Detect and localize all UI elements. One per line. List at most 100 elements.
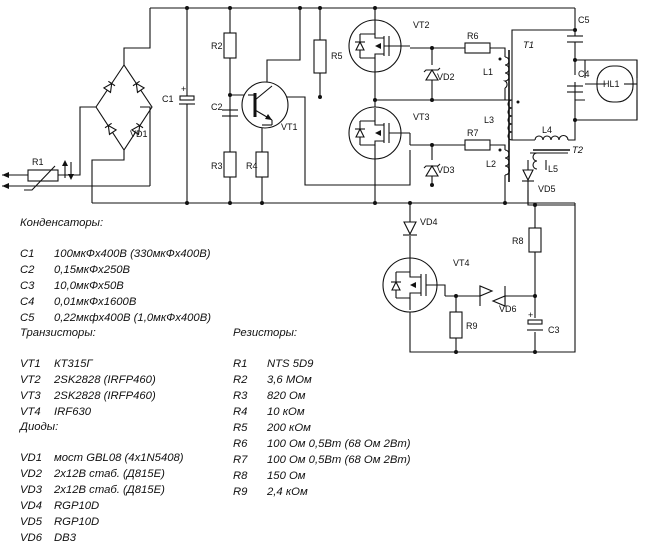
component-value: RGP10D — [54, 516, 100, 528]
c2-label: C2 — [211, 102, 223, 112]
wires — [2, 7, 638, 353]
r3-resistor: R3 — [211, 151, 237, 178]
c1-label: C1 — [162, 94, 174, 104]
hl1-label: HL1 — [603, 79, 620, 89]
r6-label: R6 — [467, 31, 479, 41]
c2-capacitor: C2 — [211, 102, 238, 117]
component-ref: VD5 — [20, 516, 42, 528]
component-value: 0,15мкФх250В — [54, 264, 131, 276]
vd1-bridge: VD1 — [95, 64, 153, 152]
r2-resistor: R2 — [211, 32, 237, 59]
component-value: 200 кОм — [267, 422, 311, 434]
l3-label: L3 — [484, 115, 494, 125]
vt3-label: VT3 — [413, 112, 430, 122]
vd5-diode: VD5 — [522, 160, 556, 194]
r7-resistor: R7 — [464, 128, 491, 151]
component-value: 100 Ом 0,5Вт (68 Ом 2Вт) — [267, 454, 411, 466]
r5-label: R5 — [331, 51, 343, 61]
legend-row: VT1 КТ315Г — [20, 356, 156, 372]
vt4-mosfet: VT4 — [382, 255, 470, 313]
component-ref: VD6 — [20, 532, 42, 544]
r1-label: R1 — [32, 157, 44, 167]
c1-capacitor: + C1 — [162, 84, 195, 105]
resistor-list-title: Резисторы: — [233, 327, 298, 339]
l4-label: L4 — [542, 125, 552, 135]
component-ref: R6 — [233, 438, 248, 450]
component-ref: C3 — [20, 280, 35, 292]
component-ref: C1 — [20, 248, 35, 260]
diode-list-title: Диоды: — [20, 421, 59, 433]
component-ref: R7 — [233, 454, 248, 466]
component-value: IRF630 — [54, 406, 92, 418]
component-value: 150 Ом — [267, 470, 306, 482]
legend-row: VD2 2х12В стаб. (Д815Е) — [20, 466, 184, 482]
legend-row: R9 2,4 кОм — [233, 484, 411, 500]
component-value: 2,4 кОм — [267, 486, 308, 498]
mains-input — [2, 172, 9, 189]
component-ref: C4 — [20, 296, 35, 308]
component-value: DB3 — [54, 532, 76, 544]
vt3-mosfet: VT3 — [348, 106, 430, 160]
component-value: 0,22мкфх400В (1,0мкФх400В) — [54, 312, 211, 324]
component-value: 2х12В стаб. (Д815Е) — [54, 468, 165, 480]
vd5-label: VD5 — [538, 184, 556, 194]
component-ref: VD4 — [20, 500, 42, 512]
component-value: КТ315Г — [54, 358, 93, 370]
r1-thermistor: R1 — [24, 157, 74, 191]
vd4-label: VD4 — [420, 217, 438, 227]
component-value: 100 Ом 0,5Вт (68 Ом 2Вт) — [267, 438, 411, 450]
component-ref: R9 — [233, 486, 248, 498]
vt2-mosfet: VT2 — [348, 19, 430, 73]
vd3-zener: VD3 — [423, 163, 455, 177]
r5-resistor: R5 — [313, 39, 343, 74]
legend-row: C2 0,15мкФх250В — [20, 262, 211, 278]
component-ref: VT2 — [20, 374, 41, 386]
c5-label: C5 — [578, 15, 590, 25]
l2-label: L2 — [486, 159, 496, 169]
component-ref: VT1 — [20, 358, 41, 370]
component-ref: C2 — [20, 264, 35, 276]
vd2-label: VD2 — [437, 72, 455, 82]
component-ref: R4 — [233, 406, 248, 418]
legend-row: R6 100 Ом 0,5Вт (68 Ом 2Вт) — [233, 436, 411, 452]
vd2-zener: VD2 — [423, 67, 455, 82]
c3-label: C3 — [548, 325, 560, 335]
r3-label: R3 — [211, 161, 223, 171]
component-ref: VD1 — [20, 452, 42, 464]
vt2-label: VT2 — [413, 20, 430, 30]
component-value: 820 Ом — [267, 390, 306, 402]
component-value: NTS 5D9 — [267, 358, 314, 370]
hl1-lamp: HL1 — [585, 60, 638, 120]
diode-list: Диоды: VD1 мост GBL08 (4х1N5408) VD2 2х12В … — [20, 419, 184, 546]
r6-resistor: R6 — [464, 31, 491, 54]
component-ref: VD2 — [20, 468, 42, 480]
r8-resistor: R8 — [512, 227, 542, 253]
component-value: 10,0мкФх50В — [54, 280, 124, 292]
r4-resistor: R4 — [246, 151, 269, 178]
component-ref: VT4 — [20, 406, 41, 418]
legend-row: VD1 мост GBL08 (4х1N5408) — [20, 450, 184, 466]
component-value: 2SK2828 (IRFP460) — [54, 390, 156, 402]
t2-transformer: L4 T2 L5 — [532, 125, 584, 174]
legend-row: VD5 RGP10D — [20, 514, 184, 530]
r9-label: R9 — [466, 321, 478, 331]
circuit-schematic: R1 VD1 + C1 R2 C2 R3 R4 — [2, 6, 638, 354]
t1-transformer: T1 L1 L3 L2 — [483, 40, 534, 182]
component-ref: R2 — [233, 374, 248, 386]
vd4-diode: VD4 — [403, 217, 438, 236]
t1-label: T1 — [523, 40, 534, 51]
l5-label: L5 — [548, 164, 558, 174]
c5-capacitor: C5 — [567, 15, 590, 43]
vd1-label: VD1 — [130, 129, 148, 139]
vd6-diac: VD6 — [479, 285, 517, 314]
component-ref: C5 — [20, 312, 35, 324]
component-value: мост GBL08 (4х1N5408) — [54, 452, 184, 464]
